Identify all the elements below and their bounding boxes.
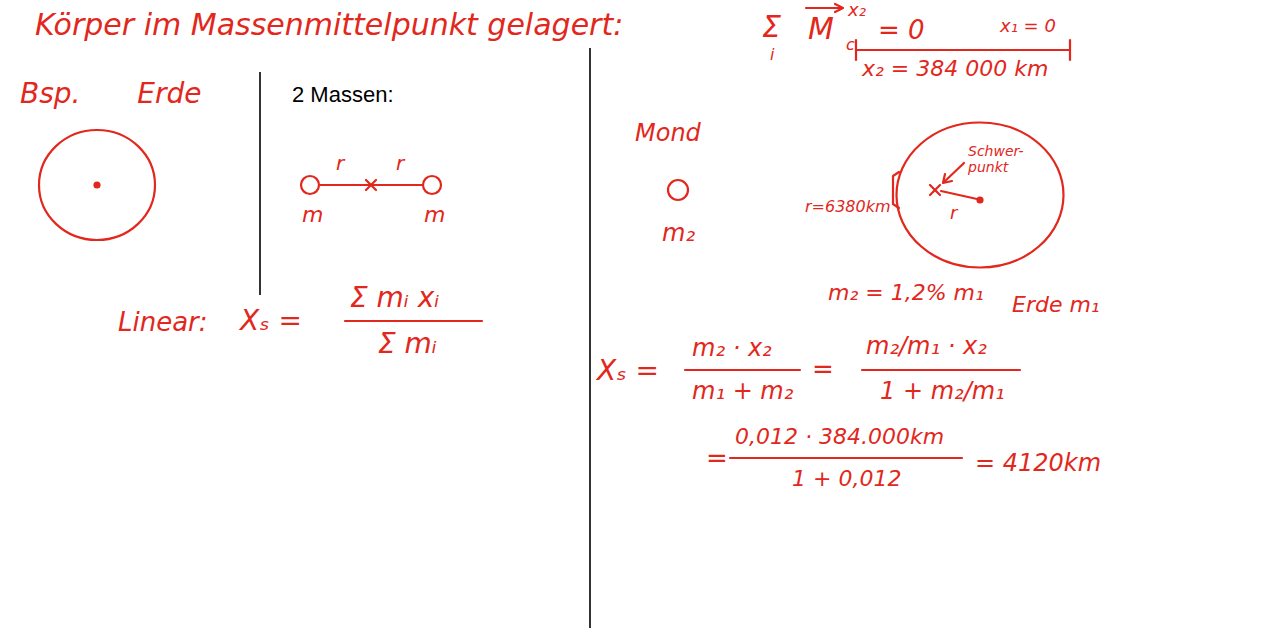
distance-tick (855, 40, 857, 60)
equation-part: = (812, 355, 834, 385)
formula-denominator: Σ mᵢ (378, 328, 437, 360)
fraction-bar (345, 320, 482, 322)
formula-denominator: 1 + m₂/m₁ (880, 378, 1005, 406)
distance-tick (1069, 40, 1071, 60)
equation-part: = 0 (878, 16, 925, 46)
moon-circle (668, 180, 688, 200)
center-dot (95, 183, 100, 188)
equation-part: = (706, 444, 728, 474)
mass-circle (301, 176, 319, 194)
mass-label: m (302, 202, 323, 227)
section-heading: 2 Massen: (292, 82, 394, 107)
mass-circle (423, 176, 441, 194)
radius-label: r (950, 203, 957, 224)
moon-label: Mond (635, 120, 701, 148)
earth-outline (897, 123, 1064, 268)
distance-line (856, 49, 1070, 51)
formula-part: Xₛ = (240, 305, 302, 337)
radius-label: r=6380km (805, 198, 891, 216)
example-label: Bsp. Erde (20, 78, 202, 110)
leader-line (944, 163, 964, 182)
formula-numerator: 0,012 · 384.000km (735, 424, 944, 449)
mass-ratio: m₂ = 1,2% m₁ (828, 280, 984, 305)
fraction-bar (685, 369, 800, 371)
divider-line (259, 72, 261, 295)
sum-symbol: Σ (762, 10, 781, 45)
sum-index: i (770, 46, 774, 64)
radius-line (941, 191, 977, 199)
result-label: = 4120km (975, 450, 1101, 478)
divider-line (589, 48, 591, 628)
radius-label: r (336, 152, 344, 175)
earth-circle: Schwer- punkt r (895, 121, 1065, 269)
formula-denominator: 1 + 0,012 (792, 466, 901, 491)
formula-numerator: m₂ · x₂ (692, 335, 772, 363)
vector-arrowhead (835, 4, 843, 12)
earth-circle (39, 130, 155, 240)
barycenter-label: Schwer- punkt (968, 143, 1034, 175)
earth-label: Erde m₁ (1012, 292, 1100, 317)
mass-label: m₂ (662, 220, 695, 248)
formula-label: Linear: (118, 308, 208, 338)
formula-part: Xₛ = (597, 355, 659, 387)
leader-arrowhead (943, 174, 952, 183)
heading-note: Körper im Massenmittelpunkt gelagert: (35, 8, 623, 43)
center-cross (366, 180, 376, 190)
fraction-bar (862, 369, 1020, 371)
formula-numerator: Σ mᵢ xᵢ (350, 282, 439, 314)
barycenter-cross (930, 185, 940, 195)
distance-label: x₂ = 384 000 km (862, 56, 1048, 81)
formula-denominator: m₁ + m₂ (692, 378, 793, 406)
position-label: x₁ = 0 (1000, 16, 1056, 37)
formula-numerator: m₂/m₁ · x₂ (866, 333, 987, 361)
moment-subscript: c (846, 36, 855, 54)
moment-symbol: M (808, 12, 834, 47)
center-cross (366, 180, 376, 190)
earth-center-dot (978, 198, 983, 203)
mass-label: m (424, 202, 445, 227)
barycenter-cross (930, 185, 940, 195)
vector-arrow (806, 7, 842, 9)
position-label: x₂ (848, 0, 866, 21)
fraction-bar (730, 457, 962, 459)
radius-label: r (396, 152, 404, 175)
